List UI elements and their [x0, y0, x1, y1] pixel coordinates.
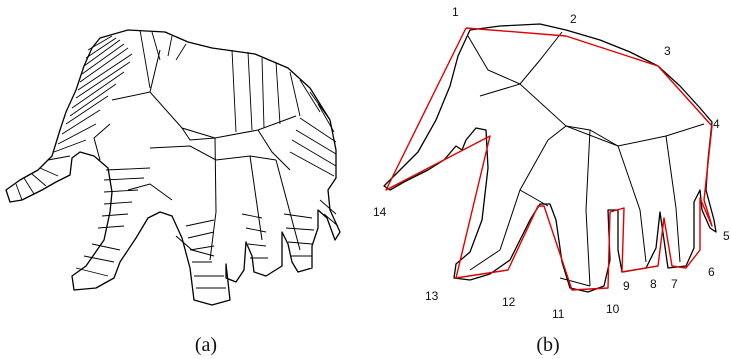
- vertex-label-14: 14: [373, 205, 387, 219]
- vertex-label-13: 13: [425, 289, 439, 303]
- vertex-label-2: 2: [570, 12, 577, 26]
- vertex-label-11: 11: [552, 307, 565, 321]
- axis-lines-a: [94, 50, 300, 260]
- caption-a: (a): [195, 334, 217, 356]
- vertex-label-1: 1: [452, 5, 459, 19]
- elephant-outline-a: [6, 30, 340, 305]
- caption-b: (b): [536, 334, 559, 356]
- polygon-approximation: [386, 28, 712, 290]
- vertex-label-4: 4: [713, 117, 720, 131]
- vertex-label-9: 9: [623, 279, 630, 293]
- vertex-label-7: 7: [671, 277, 678, 291]
- vertex-label-12: 12: [502, 295, 516, 309]
- panel-a: (a): [6, 30, 340, 356]
- vertex-label-8: 8: [650, 277, 657, 291]
- vertex-label-6: 6: [708, 265, 715, 279]
- vertex-label-3: 3: [664, 44, 671, 58]
- elephant-outline-b: [384, 24, 716, 292]
- vertex-labels: 1 2 3 4 5 6 7 8 9 10 11 12 13 14: [373, 5, 730, 321]
- panel-b: 1 2 3 4 5 6 7 8 9 10 11 12 13 14 (b): [373, 5, 730, 356]
- vertex-label-5: 5: [723, 229, 730, 243]
- vertex-label-10: 10: [606, 302, 620, 316]
